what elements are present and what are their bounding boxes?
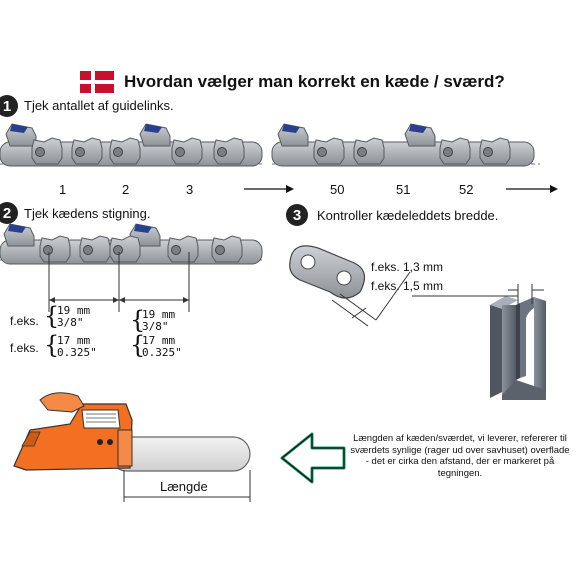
width-example-1: f.eks. 1,3 mm [371,260,444,274]
step-3-badge: 3 [286,204,308,226]
chain-illustration-left [0,123,263,167]
step-2-text: Tjek kædens stigning. [24,206,151,221]
step-1-badge: 1 [0,95,18,117]
link-count-2: 2 [122,182,130,197]
width-example-2: f.eks. 1,5 mm [371,279,444,293]
step-3-text: Kontroller kædeleddets bredde. [317,208,499,223]
pitch-imperial-1a: 3/8" [57,316,84,329]
link-count-1: 1 [59,182,67,197]
length-note: Længden af kæden/sværdet, vi leverer, re… [350,433,570,479]
page-title: Hvordan vælger man korrekt en kæde / svæ… [80,70,570,94]
step-1-text: Tjek antallet af guidelinks. [24,98,174,113]
count-arrows [244,185,558,193]
pitch-imperial-2a: 0.325" [57,346,97,359]
link-count-52: 52 [459,182,474,197]
brace-icon: { [130,331,146,359]
pitch-metric-1a: 19 mm [57,304,91,317]
chain-illustration-pitch [0,223,263,312]
link-count-51: 51 [396,182,411,197]
pitch-imperial-2b: 0.325" [142,346,182,359]
step-2-badge: 2 [0,202,18,224]
length-label: Længde [160,479,208,494]
arrow-left-icon [280,432,346,484]
danish-flag-icon [80,71,114,93]
chainsaw-illustration [13,392,251,502]
pitch-imperial-1b: 3/8" [142,320,169,333]
bar-groove-illustration [412,284,546,400]
link-count-50: 50 [330,182,345,197]
link-count-3: 3 [186,182,194,197]
brace-icon: { [130,306,146,334]
chain-illustration-right [271,123,540,167]
pitch-metric-2b: 17 mm [142,334,176,347]
brace-icon: { [44,302,60,330]
pitch-prefix-1: f.eks. [10,314,39,328]
brace-icon: { [44,331,60,359]
pitch-metric-1b: 19 mm [142,308,176,321]
pitch-metric-2a: 17 mm [57,334,91,347]
title-text: Hvordan vælger man korrekt en kæde / svæ… [124,72,505,91]
pitch-prefix-2: f.eks. [10,341,39,355]
link-plate-illustration [289,245,411,327]
